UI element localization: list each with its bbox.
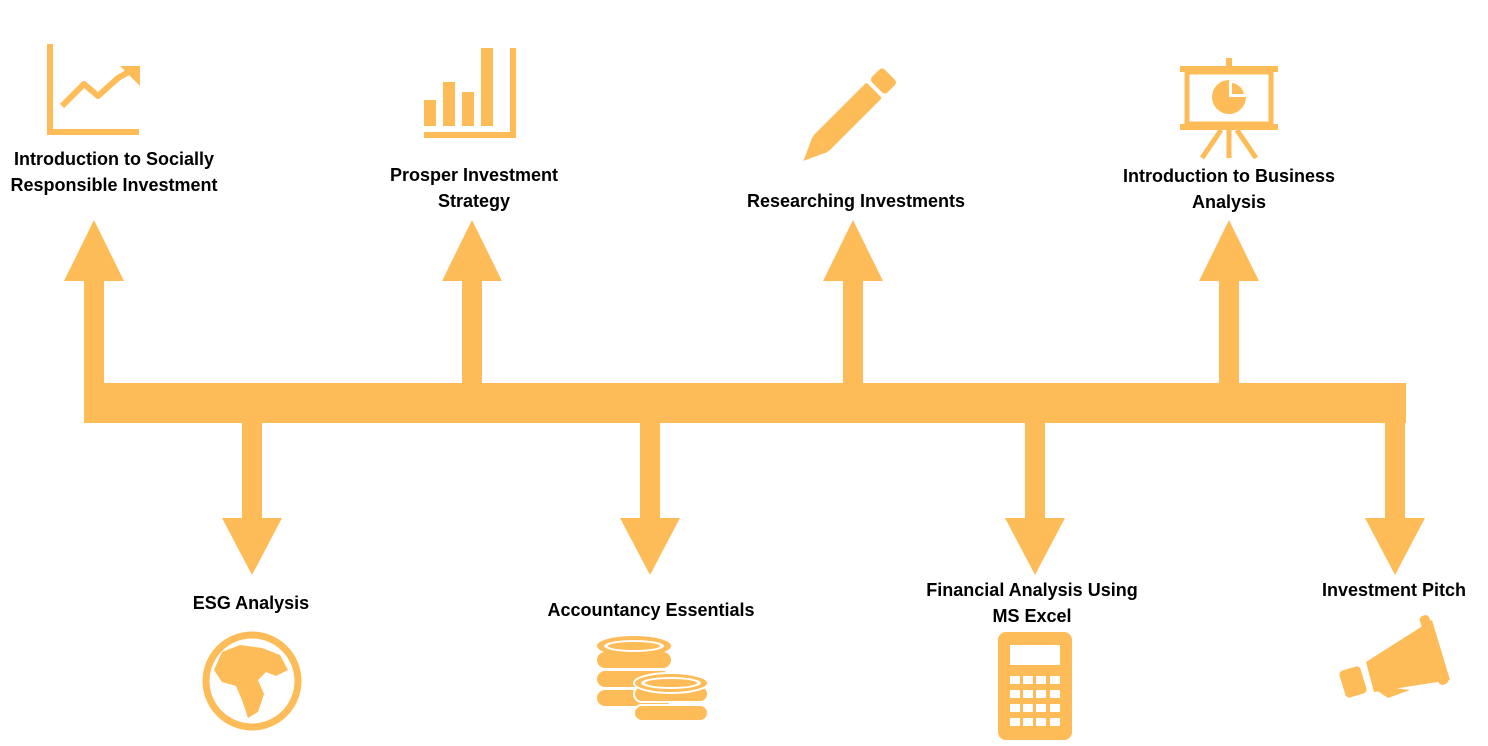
down-arrow [620,421,680,575]
line-chart-icon [47,44,140,135]
course-label: Introduction to Socially Responsible Inv… [10,146,217,198]
course-label-line: Accountancy Essentials [547,600,755,620]
course-label: ESG Analysis [193,590,309,616]
course-label-line: Researching Investments [746,191,966,211]
course-label-line: Introduction to Business [1122,166,1336,186]
course-label-line: Investment Pitch [1321,580,1467,600]
course-label: Investment Pitch [1322,577,1466,603]
up-arrow [1199,220,1259,385]
pencil-icon [803,68,896,161]
course-label-line: Strategy [437,191,511,211]
course-label: Researching Investments [747,188,965,214]
course-label: Financial Analysis Using MS Excel [926,577,1137,629]
down-arrow [1005,421,1065,575]
course-label: Prosper Investment Strategy [390,162,558,214]
calculator-icon [998,632,1072,740]
course-label: Accountancy Essentials [547,597,754,623]
up-arrow [442,220,502,385]
course-label-line: Prosper Investment [389,165,559,185]
course-label: Introduction to Business Analysis [1123,163,1335,215]
timeline-bar [84,383,1406,423]
presentation-board-icon [1180,58,1278,160]
down-arrow [222,421,282,575]
globe-icon [202,631,302,731]
up-arrow [823,220,883,385]
course-label-line: Responsible Investment [10,175,218,195]
course-label-line: Introduction to Socially [13,149,214,169]
up-arrow [64,220,124,385]
course-label-line: Financial Analysis Using [926,580,1138,600]
course-label-line: Analysis [1191,192,1267,212]
down-arrow [1365,421,1425,575]
coins-icon [597,636,709,722]
course-label-line: ESG Analysis [192,593,310,613]
megaphone-icon [1339,615,1450,698]
course-label-line: MS Excel [992,606,1072,626]
bar-chart-icon [424,48,516,138]
